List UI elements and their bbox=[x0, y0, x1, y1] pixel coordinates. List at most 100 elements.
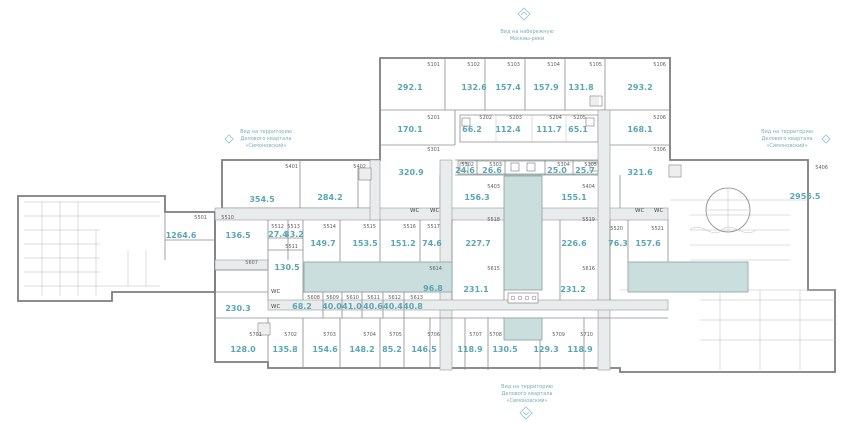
room-area: 40.8 bbox=[403, 302, 423, 311]
room-number: 5205 bbox=[573, 115, 586, 121]
wc-labels: WC WC WC WC WC WC bbox=[271, 208, 663, 310]
view-label-line: Вид на территорию bbox=[761, 129, 813, 135]
room-area: 76.3 bbox=[608, 239, 628, 248]
room-area: 155.1 bbox=[561, 193, 587, 202]
room-area: 74.6 bbox=[422, 239, 442, 248]
room-number: 5206 bbox=[653, 115, 666, 121]
room-area: 132.6 bbox=[461, 83, 487, 92]
wc-label: WC bbox=[410, 208, 419, 214]
room-number: 5306 bbox=[653, 147, 666, 153]
room-area: 148.2 bbox=[349, 345, 374, 354]
room-number: 5518 bbox=[487, 217, 500, 223]
view-marker-top: Вид на набережную Москвы-реки bbox=[500, 7, 554, 42]
escalator-icon bbox=[507, 292, 539, 304]
view-label-line: Делового квартала bbox=[502, 391, 553, 397]
atrium-south bbox=[503, 317, 543, 341]
room-area: 40.6 bbox=[363, 302, 383, 311]
room-number: 5610 bbox=[346, 295, 359, 301]
room-area: 292.1 bbox=[397, 83, 423, 92]
atrium-central bbox=[503, 175, 543, 291]
wc-label: WC bbox=[654, 208, 663, 214]
view-label-line: Вид на территорию bbox=[240, 129, 292, 135]
room-area: 354.5 bbox=[249, 195, 275, 204]
view-label-line: «Симоновский» bbox=[766, 142, 807, 149]
room-number: 5702 bbox=[284, 332, 297, 338]
room-area: 68.2 bbox=[292, 302, 312, 311]
wc-label: WC bbox=[635, 208, 644, 214]
room-area: 149.7 bbox=[310, 239, 335, 248]
room-number: 5516 bbox=[403, 224, 416, 230]
room-number: 5514 bbox=[323, 224, 336, 230]
room-number: 5521 bbox=[651, 226, 664, 232]
room-number: 5612 bbox=[388, 295, 401, 301]
room-number: 5513 bbox=[287, 224, 300, 230]
room-number: 5609 bbox=[326, 295, 339, 301]
room-number: 5304 bbox=[557, 162, 570, 168]
room-number: 5105 bbox=[589, 62, 602, 68]
room-number: 5402 bbox=[353, 164, 366, 170]
view-label-line: Вид на территорию bbox=[501, 384, 553, 390]
room-number: 5201 bbox=[427, 115, 440, 121]
room-number: 5520 bbox=[610, 226, 623, 232]
room-area: 131.8 bbox=[568, 83, 594, 92]
room-number: 5511 bbox=[285, 244, 298, 250]
room-number: 5204 bbox=[549, 115, 562, 121]
room-area: 118.9 bbox=[457, 345, 483, 354]
room-number: 5615 bbox=[487, 266, 500, 272]
room-number: 5403 bbox=[487, 184, 500, 190]
building-outline bbox=[17, 57, 836, 373]
room-number: 5202 bbox=[479, 115, 492, 121]
room-area: 226.6 bbox=[561, 239, 587, 248]
stair-icon bbox=[589, 95, 603, 107]
view-label-line: Москвы-реки bbox=[510, 36, 544, 42]
room-area: 111.7 bbox=[536, 125, 561, 134]
room-number: 5705 bbox=[389, 332, 402, 338]
room-number: 5404 bbox=[582, 184, 595, 190]
room-area: 136.5 bbox=[225, 231, 251, 240]
room-area: 66.2 bbox=[462, 125, 482, 134]
room-number: 5608 bbox=[307, 295, 320, 301]
room-area: 33.2 bbox=[284, 230, 304, 239]
room-number: 5706 bbox=[427, 332, 440, 338]
room-area: 293.2 bbox=[627, 83, 652, 92]
room-area: 118.9 bbox=[567, 345, 593, 354]
stair-icon bbox=[257, 322, 271, 336]
room-number: 5611 bbox=[367, 295, 380, 301]
view-label-line: Делового квартала bbox=[241, 136, 292, 142]
room-walls bbox=[164, 58, 670, 371]
room-area: 25.0 bbox=[547, 166, 567, 175]
room-area: 170.1 bbox=[397, 125, 423, 134]
view-label-line: «Симоновский» bbox=[506, 397, 547, 404]
room-area: 65.1 bbox=[568, 125, 588, 134]
room-area: 157.6 bbox=[635, 239, 661, 248]
room-number: 5708 bbox=[489, 332, 502, 338]
room-number: 5303 bbox=[489, 162, 502, 168]
room-number: 5510 bbox=[221, 215, 234, 221]
room-number: 5607 bbox=[245, 260, 258, 266]
room-area: 130.5 bbox=[492, 345, 518, 354]
room-number: 5305 bbox=[584, 162, 597, 168]
room-area: 40.0 bbox=[322, 302, 342, 311]
room-number: 5302 bbox=[461, 162, 474, 168]
room-number: 5401 bbox=[285, 164, 298, 170]
room-area: 25.7 bbox=[575, 166, 595, 175]
room-area: 320.9 bbox=[398, 168, 424, 177]
stair-icon bbox=[668, 164, 682, 178]
room-area: 151.2 bbox=[390, 239, 415, 248]
view-marker-right: Вид на территорию Делового квартала «Сим… bbox=[761, 129, 831, 149]
stair-blocks bbox=[257, 95, 682, 336]
room-area: 112.4 bbox=[495, 125, 521, 134]
room-number: 5301 bbox=[427, 147, 440, 153]
room-area: 153.5 bbox=[352, 239, 378, 248]
room-number: 5614 bbox=[429, 266, 442, 272]
room-area: 130.5 bbox=[274, 263, 300, 272]
room-area: 96.8 bbox=[423, 284, 443, 293]
room-area: 168.1 bbox=[627, 125, 653, 134]
room-area: 135.8 bbox=[272, 345, 298, 354]
room-area: 157.4 bbox=[495, 83, 521, 92]
room-area: 157.9 bbox=[533, 83, 559, 92]
room-area: 128.0 bbox=[230, 345, 256, 354]
room-number: 5101 bbox=[427, 62, 440, 68]
room-number: 5616 bbox=[582, 266, 595, 272]
